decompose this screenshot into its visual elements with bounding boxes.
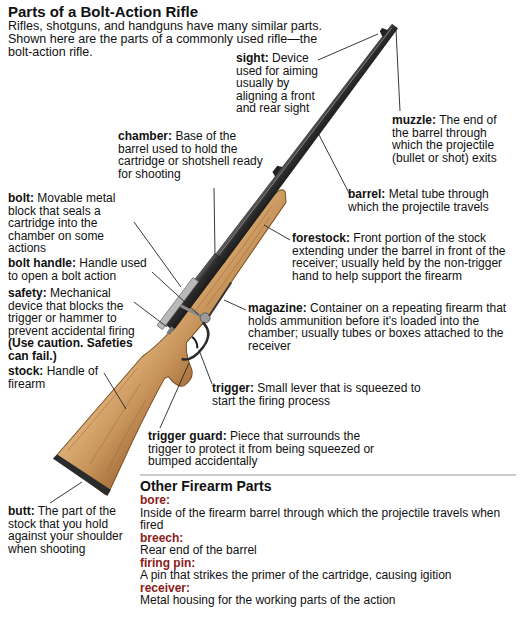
leader-line [104, 373, 126, 409]
part-name: breech: [140, 532, 518, 545]
part-name: safety: [8, 286, 47, 300]
callout: safety: Mechanical device that blocks th… [8, 287, 138, 362]
part-name: bolt: [8, 191, 34, 205]
callout: trigger: Small lever that is squeezed to… [212, 382, 436, 407]
bolt-shape [157, 277, 199, 329]
part-name: stock: [8, 364, 43, 378]
barrel-highlight [219, 27, 392, 256]
leader-line [160, 363, 189, 428]
butt-plate [53, 451, 112, 499]
callout: sight: Device used for aiming usually by… [236, 52, 328, 115]
receiver-shape [162, 253, 225, 330]
part-definition: Rear end of the barrel [140, 544, 518, 557]
leader-line [396, 30, 400, 111]
front-sight [378, 27, 388, 38]
callout: muzzle: The end of the barrel through wh… [392, 114, 516, 164]
callout: barrel: Metal tube through which the pro… [348, 188, 516, 213]
other-parts: Other Firearm Partsbore:Inside of the fi… [140, 478, 518, 607]
part-definition: A pin that strikes the primer of the car… [140, 569, 518, 582]
part-name: bore: [140, 494, 518, 507]
part-definition: Metal housing for the working parts of t… [140, 594, 518, 607]
callout: magazine: Container on a repeating firea… [248, 302, 514, 352]
trigger-guard-shape [178, 323, 215, 366]
leader-line [134, 302, 167, 327]
leader-line [50, 482, 82, 503]
part-name: sight: [236, 51, 269, 65]
warning-note: (Use caution. Safeties can fail.) [8, 336, 133, 363]
callout: trigger guard: Piece that surrounds the … [148, 430, 384, 468]
rear-sight [271, 164, 282, 177]
title: Parts of a Bolt-Action Rifle [8, 3, 198, 20]
leader-line [152, 272, 199, 315]
leader-line [214, 188, 215, 255]
part-name: butt: [8, 504, 35, 518]
part-name: trigger guard: [148, 429, 227, 443]
callout: bolt handle: Handle used to open a bolt … [8, 257, 154, 282]
part-name: magazine: [248, 301, 307, 315]
bolt-handle-shape [181, 302, 202, 319]
leader-line [199, 350, 212, 384]
leader-line [316, 129, 350, 195]
part-name: bolt handle: [8, 256, 76, 270]
part-name: muzzle: [392, 113, 436, 127]
part-name: barrel: [348, 187, 385, 201]
part-name: chamber: [118, 129, 172, 143]
magazine-shape [207, 282, 233, 315]
part-name: trigger: [212, 381, 254, 395]
section-heading: Other Firearm Parts [140, 478, 518, 494]
callout: butt: The part of the stock that you hol… [8, 505, 133, 555]
callout: forestock: Front portion of the stock ex… [292, 232, 516, 282]
trigger-shape [188, 337, 200, 348]
part-definition: Inside of the firearm barrel through whi… [140, 507, 518, 532]
callout: chamber: Base of the barrel used to hold… [118, 130, 270, 180]
leader-line [318, 34, 378, 60]
barrel-shape [214, 23, 399, 263]
callout: stock: Handle of firearm [8, 365, 108, 390]
part-name: firing pin: [140, 557, 518, 570]
leader-line [264, 225, 290, 240]
part-name: receiver: [140, 582, 518, 595]
part-name: forestock: [292, 231, 350, 245]
safety-shape [166, 326, 174, 335]
callout: bolt: Movable metal block that seals a c… [8, 192, 132, 255]
section-rule [140, 475, 516, 476]
leader-line [224, 300, 246, 310]
